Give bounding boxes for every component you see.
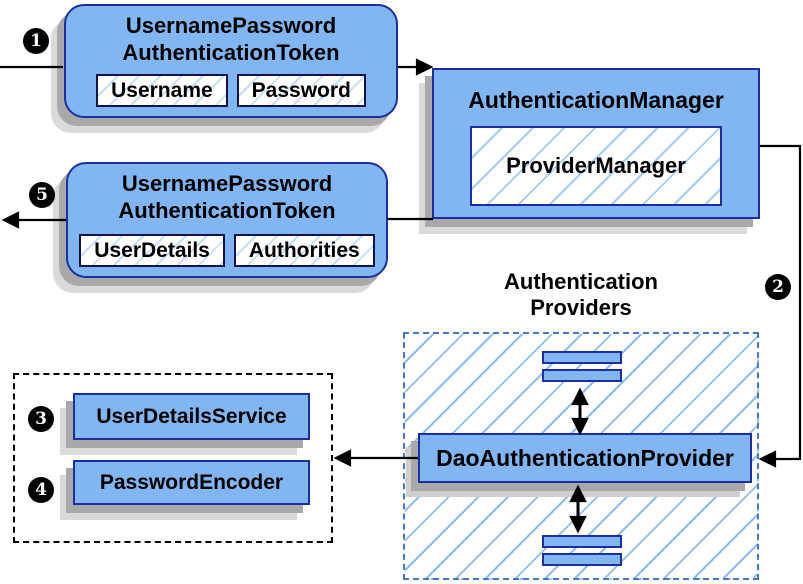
provider-placeholder-bar xyxy=(542,369,622,382)
arrowhead-into-manager xyxy=(415,58,434,76)
token-request-title-line1: UsernamePassword xyxy=(125,13,337,38)
authentication-manager-box: AuthenticationManager ProviderManager xyxy=(432,68,760,219)
authentication-providers-label-line2: Providers xyxy=(530,294,632,320)
arrowhead-into-services xyxy=(333,449,352,467)
authentication-providers-label: Authentication Providers xyxy=(428,269,734,321)
provider-placeholder-bar xyxy=(542,351,622,364)
token-response-title-line2: AuthenticationToken xyxy=(118,197,336,223)
provider-placeholder-bar xyxy=(542,553,622,566)
token-request-title-line2: AuthenticationToken xyxy=(122,39,340,65)
token-request-fields: Username Password xyxy=(66,74,396,107)
arrowhead-step5-left xyxy=(1,211,20,229)
token-response-title: UsernamePassword AuthenticationToken xyxy=(68,164,386,225)
step-3-badge: 3 xyxy=(28,406,54,432)
provider-placeholder-bar xyxy=(542,535,622,548)
line-step2-path xyxy=(760,144,802,461)
services-group-box xyxy=(13,373,333,543)
dao-authentication-provider-box: DaoAuthenticationProvider xyxy=(418,433,752,483)
step-4-badge: 4 xyxy=(28,477,54,503)
step-1-badge: 1 xyxy=(23,28,49,54)
token-response-title-line1: UsernamePassword xyxy=(121,171,333,196)
user-details-service-box: UserDetailsService xyxy=(73,393,310,440)
username-password-token-request-box: UsernamePassword AuthenticationToken Use… xyxy=(64,4,398,118)
field-password: Password xyxy=(236,74,366,107)
username-password-token-response-box: UsernamePassword AuthenticationToken Use… xyxy=(66,162,388,278)
token-response-fields: UserDetails Authorities xyxy=(68,234,386,267)
field-authorities: Authorities xyxy=(233,234,375,267)
password-encoder-box: PasswordEncoder xyxy=(73,460,310,505)
field-username: Username xyxy=(96,74,228,107)
field-userdetails: UserDetails xyxy=(79,234,225,267)
step-2-badge: 2 xyxy=(765,274,791,300)
authentication-providers-label-line1: Authentication xyxy=(504,269,658,294)
authentication-manager-title: AuthenticationManager xyxy=(468,87,724,113)
provider-manager-box: ProviderManager xyxy=(470,126,722,206)
step-5-badge: 5 xyxy=(29,182,55,208)
arrowhead-into-dao xyxy=(758,450,777,468)
token-request-title: UsernamePassword AuthenticationToken xyxy=(66,6,396,67)
